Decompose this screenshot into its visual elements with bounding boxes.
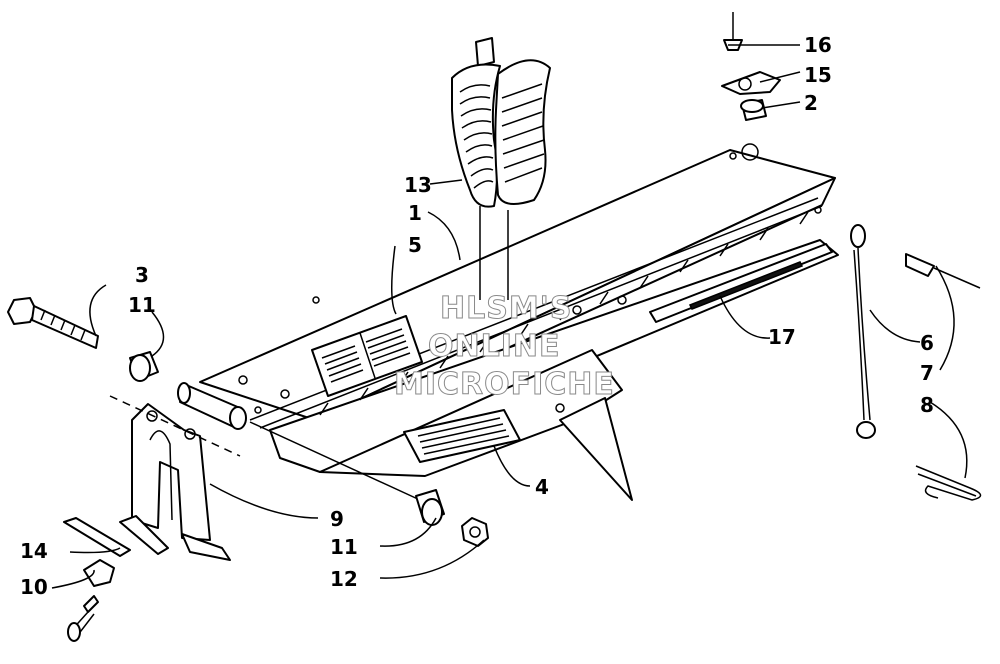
watermark: HLSM'S ONLINE MICROFICHE xyxy=(394,291,615,403)
callout-11-upper: 11 xyxy=(128,293,156,317)
strip xyxy=(63,517,131,557)
hinge-pin-end xyxy=(177,382,191,404)
callout-5: 5 xyxy=(408,233,422,257)
callout-4: 4 xyxy=(535,475,549,499)
watermark-line-2: ONLINE xyxy=(428,329,561,364)
leader-lines xyxy=(51,44,968,589)
bracket-axis-line xyxy=(109,395,241,457)
callout-17: 17 xyxy=(768,325,796,349)
push-rivet xyxy=(67,559,115,642)
nut xyxy=(461,517,489,547)
bolt xyxy=(7,297,99,349)
decal-4 xyxy=(403,409,521,463)
watermark-line-1: HLSM'S xyxy=(440,291,572,326)
bracket xyxy=(119,403,231,561)
bushing-lower-end xyxy=(421,498,443,526)
callout-15: 15 xyxy=(804,63,832,87)
callout-3: 3 xyxy=(135,263,149,287)
callout-13: 13 xyxy=(404,173,432,197)
callout-16: 16 xyxy=(804,33,832,57)
pin-axis-line xyxy=(249,421,421,501)
decal-5 xyxy=(311,315,423,397)
callout-11-lower: 11 xyxy=(330,535,358,559)
foot-pad xyxy=(451,37,551,300)
hinge-pin-tip xyxy=(229,406,247,430)
top-hardware xyxy=(721,12,781,121)
bushing-upper-end xyxy=(129,354,151,382)
watermark-line-3: MICROFICHE xyxy=(394,367,615,402)
callout-7: 7 xyxy=(920,361,934,385)
callout-10: 10 xyxy=(20,575,48,599)
callout-12: 12 xyxy=(330,567,358,591)
callout-6: 6 xyxy=(920,331,934,355)
callout-9: 9 xyxy=(330,507,344,531)
callout-8: 8 xyxy=(920,393,934,417)
slot-strip-slot xyxy=(688,261,804,310)
callout-2: 2 xyxy=(804,91,818,115)
callout-14: 14 xyxy=(20,539,48,563)
tether xyxy=(850,224,982,501)
callout-1: 1 xyxy=(408,201,422,225)
